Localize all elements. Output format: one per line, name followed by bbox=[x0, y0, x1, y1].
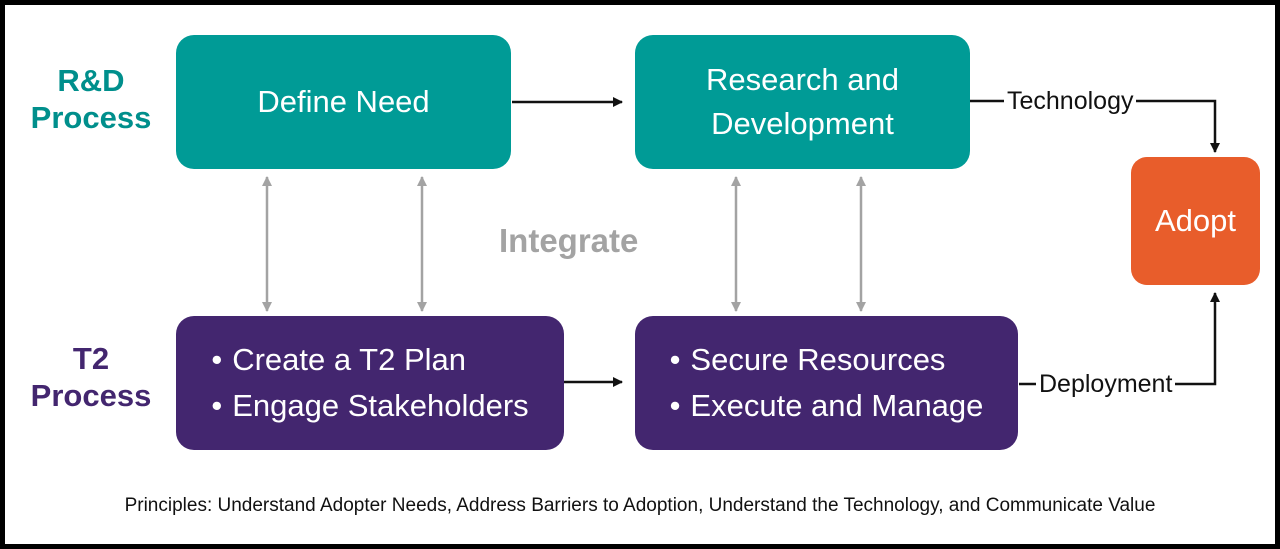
research-development-text: Research and Development bbox=[706, 58, 899, 146]
research-line2: Development bbox=[711, 106, 894, 141]
list-item: Create a T2 Plan bbox=[211, 337, 528, 383]
integrate-label: Integrate bbox=[499, 222, 639, 259]
deployment-label: Deployment bbox=[1036, 369, 1176, 399]
define-need-text: Define Need bbox=[257, 84, 430, 119]
t2-plan-list: Create a T2 Plan Engage Stakeholders bbox=[211, 337, 528, 429]
t2-label-line1: T2 bbox=[72, 341, 110, 376]
secure-resources-box: Secure Resources Execute and Manage bbox=[635, 316, 1018, 450]
t2-process-label: T2 Process bbox=[17, 340, 165, 414]
rd-label-line2: Process bbox=[30, 100, 152, 135]
diagram-frame: R&D Process T2 Process Define Need Resea… bbox=[5, 5, 1275, 544]
secure-resources-list: Secure Resources Execute and Manage bbox=[670, 337, 984, 429]
list-item: Engage Stakeholders bbox=[211, 383, 528, 429]
research-line1: Research and bbox=[705, 62, 899, 97]
adopt-box: Adopt bbox=[1131, 157, 1260, 285]
t2-plan-box: Create a T2 Plan Engage Stakeholders bbox=[176, 316, 564, 450]
principles-footer: Principles: Understand Adopter Needs, Ad… bbox=[124, 495, 1156, 516]
technology-label: Technology bbox=[1004, 86, 1137, 116]
rd-label-line1: R&D bbox=[57, 63, 125, 98]
research-development-box: Research and Development bbox=[635, 35, 970, 169]
define-need-box: Define Need bbox=[176, 35, 511, 169]
list-item: Execute and Manage bbox=[670, 383, 983, 429]
t2-label-line2: Process bbox=[30, 378, 152, 413]
list-item: Secure Resources bbox=[670, 337, 984, 383]
rd-process-label: R&D Process bbox=[17, 62, 165, 136]
adopt-text: Adopt bbox=[1154, 203, 1236, 238]
